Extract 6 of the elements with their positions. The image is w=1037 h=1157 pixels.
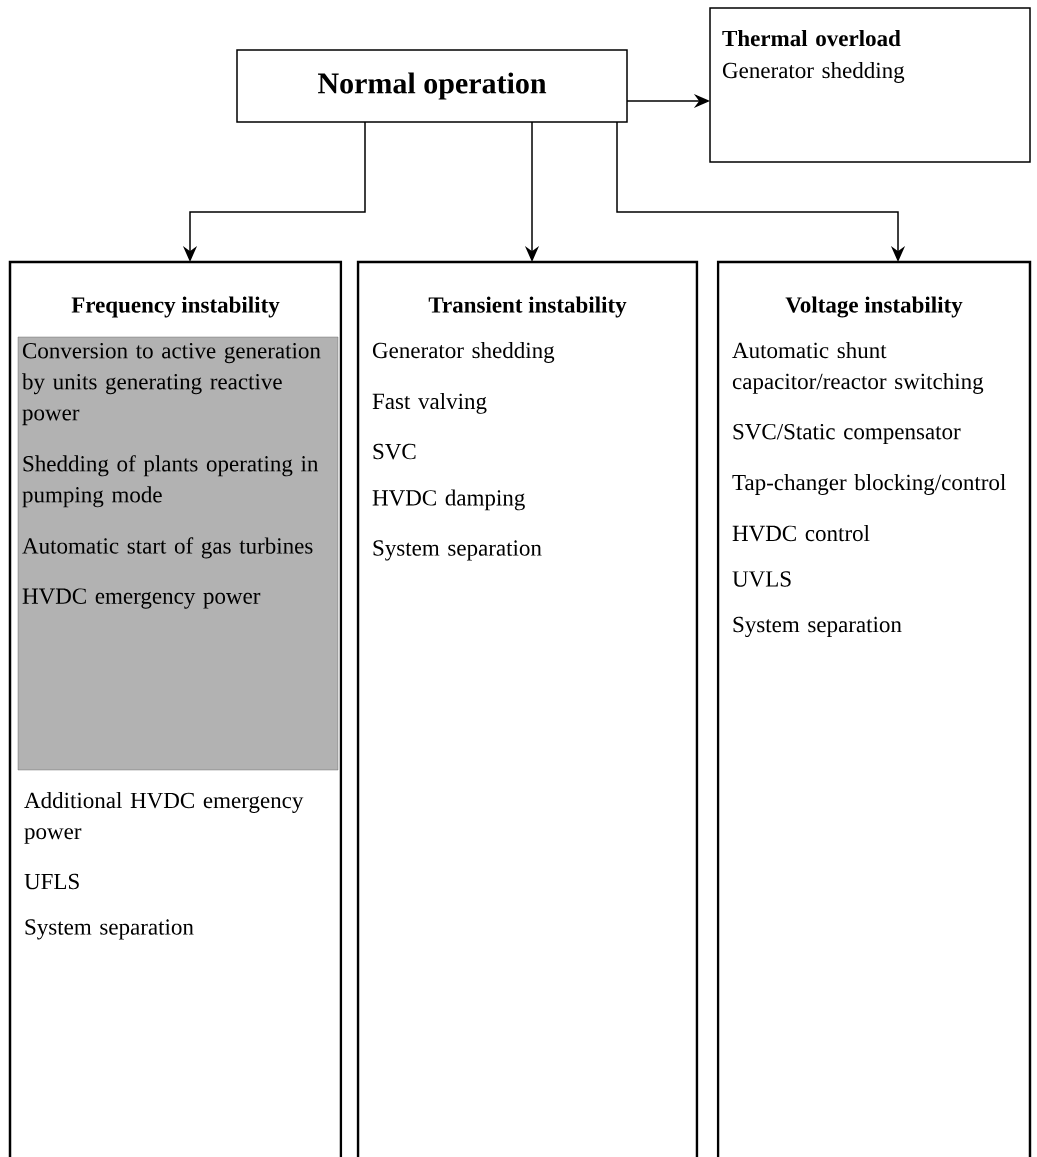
process-box: Thermal overload Generator shedding bbox=[709, 7, 1031, 163]
column-box: Frequency instability Conversion to active generation by units generating reactive power Shedding of plants operating in pumping mode Automatic start of gas turbines HVDC emergency power Additional HVDC emergency power UFLS System separation bbox=[8, 260, 343, 1157]
column-box: Transient instability Generator shedding Fast valving SVC HVDC damping System separation bbox=[356, 260, 699, 1157]
shaded-box: Conversion to active generation by units generating reactive power Shedding of plants operating in pumping mode Automatic start of gas turbines HVDC emergency power bbox=[17, 336, 339, 771]
process-box: Normal operation bbox=[236, 49, 628, 123]
column-box: Voltage instability Automatic shunt capacitor/reactor switching SVC/Static compensator Tap-changer blocking/control HVDC control UVLS System separation bbox=[716, 260, 1032, 1157]
